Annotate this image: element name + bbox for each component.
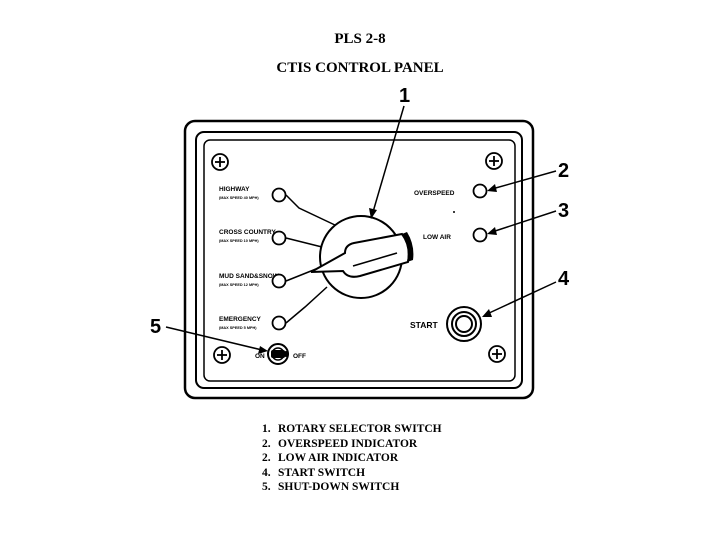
highway-position-line [285, 194, 338, 227]
mode-label-highway: HIGHWAY [219, 186, 250, 193]
selector-knob-grip [402, 232, 414, 262]
low-air-label: LOW AIR [423, 234, 451, 241]
emergency-indicator-lamp [271, 315, 287, 331]
highway-indicator-lamp [271, 187, 287, 203]
overspeed-label: OVERSPEED [414, 190, 455, 197]
mode-label-emergency: EMERGENCY [219, 316, 262, 323]
diagram-subtitle: CTIS CONTROL PANEL [276, 60, 444, 76]
overspeed-indicator-lamp [472, 183, 488, 199]
panel-middle-frame [195, 131, 523, 389]
callout-5-leader [165, 326, 268, 354]
mode-label-mud-sand-snow: MUD SAND&SNOW [219, 273, 280, 280]
legend-item: 2.LOW AIR INDICATOR [262, 452, 399, 465]
callout-2: 2 [558, 160, 569, 182]
mode-label-cross-country: CROSS COUNTRY [219, 229, 276, 236]
diagram-title: PLS 2-8 [334, 31, 386, 47]
legend-item: 4.START SWITCH [262, 466, 366, 479]
off-label: OFF [293, 353, 306, 360]
on-label: ON [255, 353, 265, 360]
panel-outer-frame [183, 119, 535, 400]
screw-icon [485, 152, 503, 170]
mode-sublabel-emergency: (MAX SPEED 5 MPH) [219, 326, 257, 330]
panel-speck [453, 211, 455, 213]
component-legend: 1.ROTARY SELECTOR SWITCH 2.OVERSPEED IND… [262, 422, 442, 495]
callout-1-leader [369, 105, 405, 219]
callout-4-leader [482, 281, 557, 317]
mud-sand-snow-indicator-lamp [271, 273, 287, 289]
legend-item: 2.OVERSPEED INDICATOR [262, 437, 418, 450]
mode-sublabel-mud-sand-snow: (MAX SPEED 12 MPH) [219, 283, 259, 287]
selector-knob-pointer-line [352, 252, 398, 267]
callout-3: 3 [558, 200, 569, 222]
start-label: START [410, 320, 439, 330]
legend-item: 5.SHUT-DOWN SWITCH [262, 481, 400, 494]
screw-icon [211, 153, 229, 171]
emergency-position-line [285, 286, 328, 324]
callout-2-leader [487, 170, 557, 192]
callout-1: 1 [399, 85, 410, 107]
panel-inner-frame [203, 139, 516, 382]
cross-country-indicator-lamp [271, 230, 287, 246]
callout-5: 5 [150, 316, 161, 338]
low-air-indicator-lamp [472, 227, 488, 243]
mode-sublabel-cross-country: (MAX SPEED 10 MPH) [219, 239, 259, 243]
screw-icon [213, 346, 231, 364]
shut-down-switch[interactable] [267, 343, 289, 365]
screw-icon [488, 345, 506, 363]
callout-4: 4 [558, 268, 570, 290]
start-switch-button[interactable] [455, 315, 473, 333]
callout-3-leader [487, 210, 557, 235]
legend-item: 1.ROTARY SELECTOR SWITCH [262, 423, 442, 435]
mode-sublabel-highway: (MAX SPEED 40 MPH) [219, 196, 259, 200]
cross-country-position-line [285, 237, 323, 248]
